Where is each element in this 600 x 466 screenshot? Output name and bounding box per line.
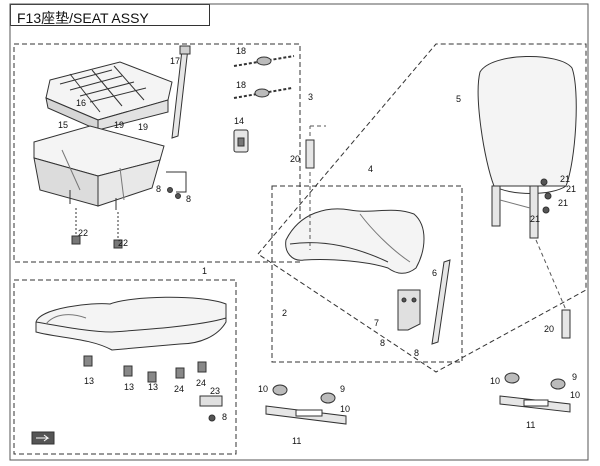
page-frame bbox=[9, 3, 589, 461]
callout-14: 14 bbox=[234, 116, 244, 126]
callout-11a: 11 bbox=[292, 436, 301, 446]
callout-13c: 13 bbox=[148, 382, 158, 392]
callout-10c: 10 bbox=[490, 376, 500, 386]
callout-11b: 11 bbox=[526, 420, 535, 430]
callout-9a: 9 bbox=[340, 384, 345, 394]
part-11-bracket-left bbox=[265, 384, 347, 425]
callout-10d: 10 bbox=[570, 390, 580, 400]
part-16-rack bbox=[45, 61, 173, 131]
part-14-latch bbox=[233, 129, 249, 153]
callout-20b: 20 bbox=[544, 324, 554, 334]
part-15-storage-box bbox=[33, 125, 165, 210]
callout-19b: 19 bbox=[138, 122, 148, 132]
callout-13b: 13 bbox=[124, 382, 134, 392]
title-code: F13 bbox=[17, 10, 42, 26]
page-title: F13座垫/SEAT ASSY bbox=[17, 8, 149, 28]
callout-17: 17 bbox=[170, 56, 180, 66]
callout-16: 16 bbox=[76, 98, 86, 108]
title-en: /SEAT ASSY bbox=[69, 10, 149, 26]
callout-18b: 18 bbox=[236, 80, 246, 90]
fwd-arrow-icon bbox=[31, 431, 55, 445]
callout-1: 1 bbox=[202, 266, 207, 276]
part-1-main-seat bbox=[35, 296, 227, 351]
part-5-backrest bbox=[477, 55, 577, 239]
callout-10b: 10 bbox=[340, 404, 350, 414]
callout-8b: 8 bbox=[186, 194, 191, 204]
callout-8c: 8 bbox=[380, 338, 385, 348]
part-20-pins bbox=[305, 139, 571, 339]
group-box-seat bbox=[13, 279, 237, 455]
callout-8e: 8 bbox=[222, 412, 227, 422]
group-box-storage bbox=[13, 43, 301, 263]
callout-20a: 20 bbox=[290, 154, 300, 164]
callout-3: 3 bbox=[308, 92, 313, 102]
callout-7: 7 bbox=[374, 318, 379, 328]
callout-13a: 13 bbox=[84, 376, 94, 386]
part-21-bolts bbox=[540, 178, 552, 214]
callout-9b: 9 bbox=[572, 372, 577, 382]
part-11-bracket-right bbox=[499, 372, 571, 413]
callout-6: 6 bbox=[432, 268, 437, 278]
part-8-bracket bbox=[166, 171, 187, 199]
callout-22b: 22 bbox=[118, 238, 128, 248]
part-22-bolts bbox=[71, 208, 123, 249]
callout-24a: 24 bbox=[174, 384, 184, 394]
callout-15: 15 bbox=[58, 120, 68, 130]
part-23-latch bbox=[199, 395, 223, 422]
callout-21a: 21 bbox=[560, 174, 570, 184]
part-7-bracket bbox=[397, 289, 421, 331]
callout-23: 23 bbox=[210, 386, 220, 396]
callout-24b: 24 bbox=[196, 378, 206, 388]
leader-lines bbox=[309, 125, 567, 311]
callout-10a: 10 bbox=[258, 384, 268, 394]
title-box: F13座垫/SEAT ASSY bbox=[10, 4, 210, 26]
part-13-grommets bbox=[83, 355, 207, 383]
callout-4: 4 bbox=[368, 164, 373, 174]
callout-8a: 8 bbox=[156, 184, 161, 194]
callout-21b: 21 bbox=[566, 184, 576, 194]
group-box-backrest bbox=[257, 43, 587, 373]
part-2-passenger-seat bbox=[285, 208, 425, 274]
callout-22a: 22 bbox=[78, 228, 88, 238]
part-17-strap bbox=[171, 45, 191, 139]
callout-8d: 8 bbox=[414, 348, 419, 358]
part-6-strap bbox=[431, 259, 451, 345]
callout-21d: 21 bbox=[530, 214, 540, 224]
group-box-passenger-seat bbox=[271, 185, 463, 363]
callout-19a: 19 bbox=[114, 120, 124, 130]
callout-2: 2 bbox=[282, 308, 287, 318]
callout-5: 5 bbox=[456, 94, 461, 104]
callout-21c: 21 bbox=[558, 198, 568, 208]
part-18-cables bbox=[233, 55, 295, 99]
title-cn: 座垫 bbox=[41, 10, 70, 26]
callout-18a: 18 bbox=[236, 46, 246, 56]
